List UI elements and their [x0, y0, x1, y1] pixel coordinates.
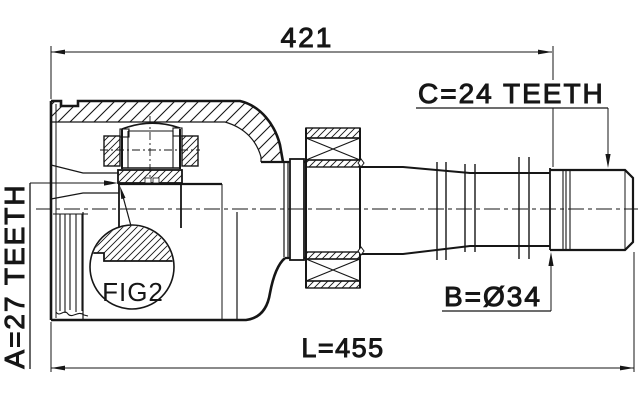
- shaft-groove-3: [518, 157, 530, 259]
- spline-hub: [118, 184, 182, 228]
- housing-bottom-contour: [51, 257, 286, 322]
- dimension-L455-label: L=455: [301, 333, 384, 363]
- dim-arrow-right: [620, 365, 634, 371]
- dimension-421-label: 421: [281, 22, 334, 53]
- dimension-L455: L=455: [50, 252, 635, 372]
- c-leader-arrow: [605, 154, 611, 168]
- dim-arrow-right: [538, 49, 552, 55]
- b-leader-arrow: [548, 252, 554, 266]
- shaft-groove-2: [464, 164, 476, 252]
- detail-hatch: [91, 226, 173, 261]
- fig2-leader: [121, 192, 132, 227]
- label-b-diameter: B=Ø34: [442, 252, 554, 313]
- clamp-crimp-bottom: [357, 246, 365, 256]
- label-a-teeth: A=27 TEETH: [0, 180, 118, 369]
- housing-wall-hatch: [52, 101, 283, 162]
- drive-shaft: [360, 157, 635, 260]
- b-diameter-text: B=Ø34: [444, 281, 542, 312]
- roller-crown: [121, 122, 181, 130]
- a-leader-arrow: [104, 180, 118, 186]
- fig2-leader-arrow: [120, 186, 126, 200]
- tripod-bearing: [50, 116, 222, 228]
- a-teeth-text: A=27 TEETH: [0, 183, 30, 368]
- housing-serrations: [53, 213, 89, 317]
- roller-hatch-right: [181, 135, 199, 167]
- dimension-421: 421: [50, 22, 554, 167]
- shaft-groove-1: [436, 162, 447, 260]
- inner-stub-cone: [50, 164, 119, 200]
- clamp-crimp-top: [357, 158, 365, 168]
- dim-arrow-left: [51, 365, 65, 371]
- trunnion: [127, 130, 174, 168]
- dim-arrow-left: [51, 49, 65, 55]
- housing-section: [49, 99, 306, 322]
- label-c-teeth: C=24 TEETH: [416, 78, 611, 168]
- spline-runout: [562, 170, 571, 250]
- dynamic-damper: [305, 127, 365, 289]
- detail-circle: FIG2: [89, 186, 175, 310]
- c-teeth-text: C=24 TEETH: [418, 78, 605, 109]
- fig2-label: FIG2: [102, 277, 164, 307]
- detail-groove-profile: [91, 252, 173, 262]
- roller-hatch-left: [103, 135, 121, 167]
